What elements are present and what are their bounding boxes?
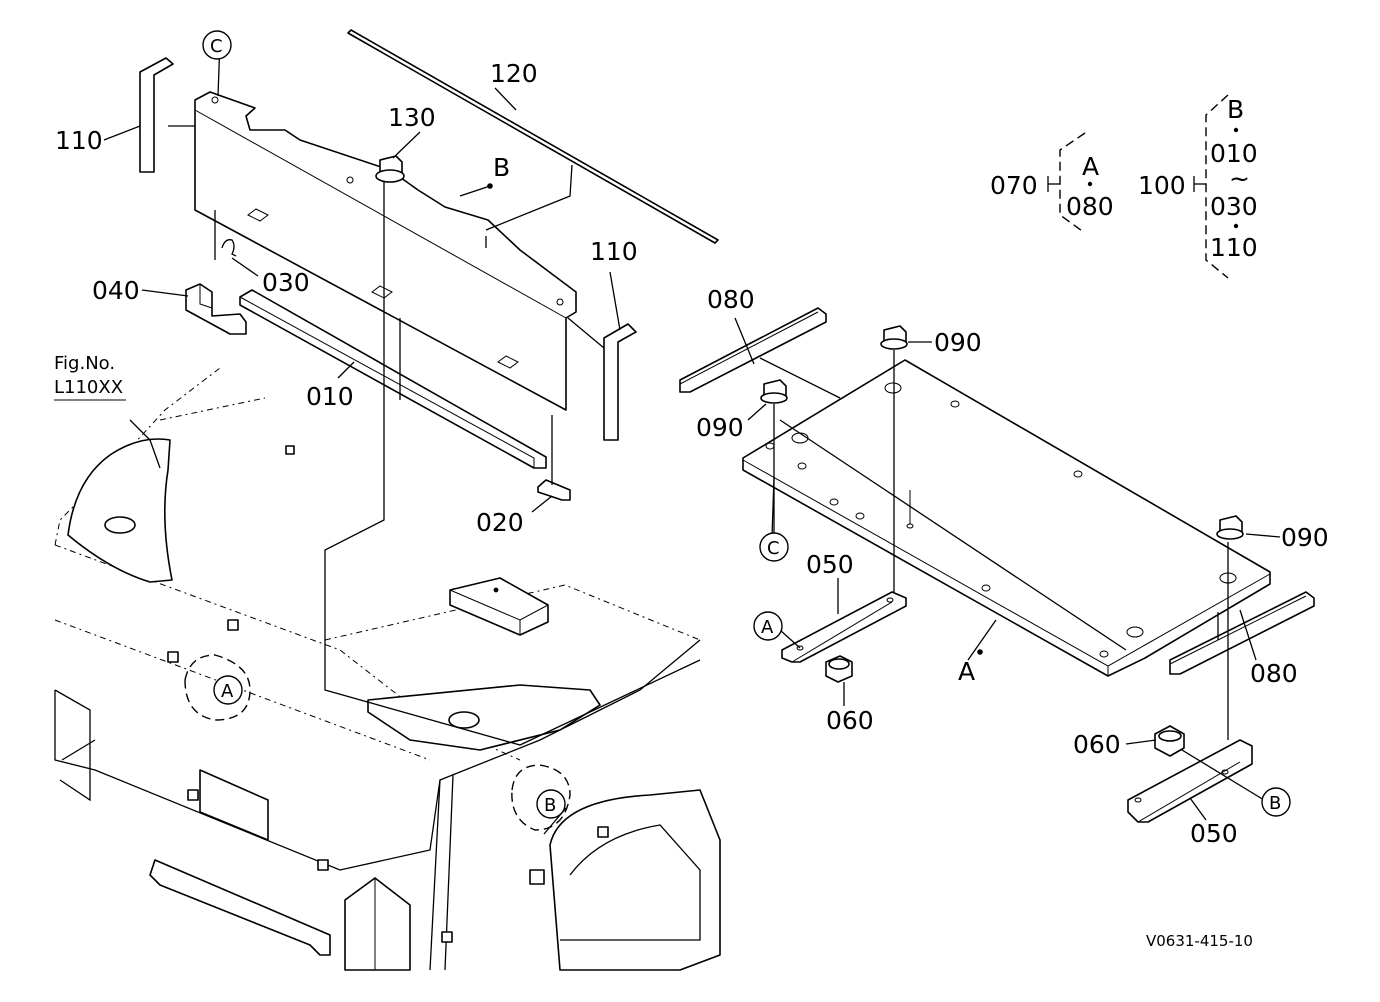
ref-a-plate: A xyxy=(958,657,975,686)
label-130: 130 xyxy=(388,103,436,132)
ref-c-top: C xyxy=(210,36,223,57)
figure-ref-line2: L110XX xyxy=(54,377,123,398)
label-110-left: 110 xyxy=(55,126,103,155)
label-030: 030 xyxy=(262,268,310,297)
kit-groups xyxy=(1047,94,1239,279)
label-090-top: 090 xyxy=(934,328,982,357)
ref-c-plate: C xyxy=(767,538,780,559)
label-050-left: 050 xyxy=(806,550,854,579)
label-110-right: 110 xyxy=(590,237,638,266)
ref-b-bracket: B xyxy=(1269,793,1281,814)
label-060-left: 060 xyxy=(826,706,874,735)
reference-markers: C C A A B B B A xyxy=(202,30,1291,819)
group-100-range-mark: ~ xyxy=(1229,164,1250,193)
group-070-label: 070 xyxy=(990,171,1038,200)
ref-b-panel: B xyxy=(493,153,510,182)
group-070-bottom: 080 xyxy=(1066,192,1114,221)
figure-reference: Fig.No. L110XX xyxy=(54,353,126,401)
ref-b-body: B xyxy=(544,795,556,816)
label-050-right: 050 xyxy=(1190,819,1238,848)
group-100: 100 B 010 ~ 030 110 xyxy=(1138,95,1258,262)
label-060-right: 060 xyxy=(1073,730,1121,759)
label-080-top: 080 xyxy=(707,285,755,314)
group-070: 070 A 080 xyxy=(990,152,1114,221)
group-070-top: A xyxy=(1082,152,1099,181)
drawing-code: V0631-415-10 xyxy=(1146,932,1253,950)
label-080-bottom: 080 xyxy=(1250,659,1298,688)
group-100-middle: 030 xyxy=(1210,192,1258,221)
ref-a-bracket: A xyxy=(761,617,774,638)
floor-plate-assembly xyxy=(679,307,1315,823)
group-100-last: 110 xyxy=(1210,233,1258,262)
rear-panel-assembly xyxy=(139,29,719,640)
label-090-right: 090 xyxy=(1281,523,1329,552)
label-090-left: 090 xyxy=(696,413,744,442)
group-100-label: 100 xyxy=(1138,171,1186,200)
label-120: 120 xyxy=(490,59,538,88)
figure-ref-line1: Fig.No. xyxy=(54,353,115,374)
leader-lines xyxy=(103,39,1281,835)
part-labels: 110 120 130 030 040 010 020 110 080 090 … xyxy=(55,59,1329,848)
ref-a-body: A xyxy=(221,681,234,702)
group-100-top: B xyxy=(1227,95,1244,124)
machine-body xyxy=(54,367,721,971)
label-040: 040 xyxy=(92,276,140,305)
group-100-first: 010 xyxy=(1210,139,1258,168)
label-020: 020 xyxy=(476,508,524,537)
label-010: 010 xyxy=(306,382,354,411)
